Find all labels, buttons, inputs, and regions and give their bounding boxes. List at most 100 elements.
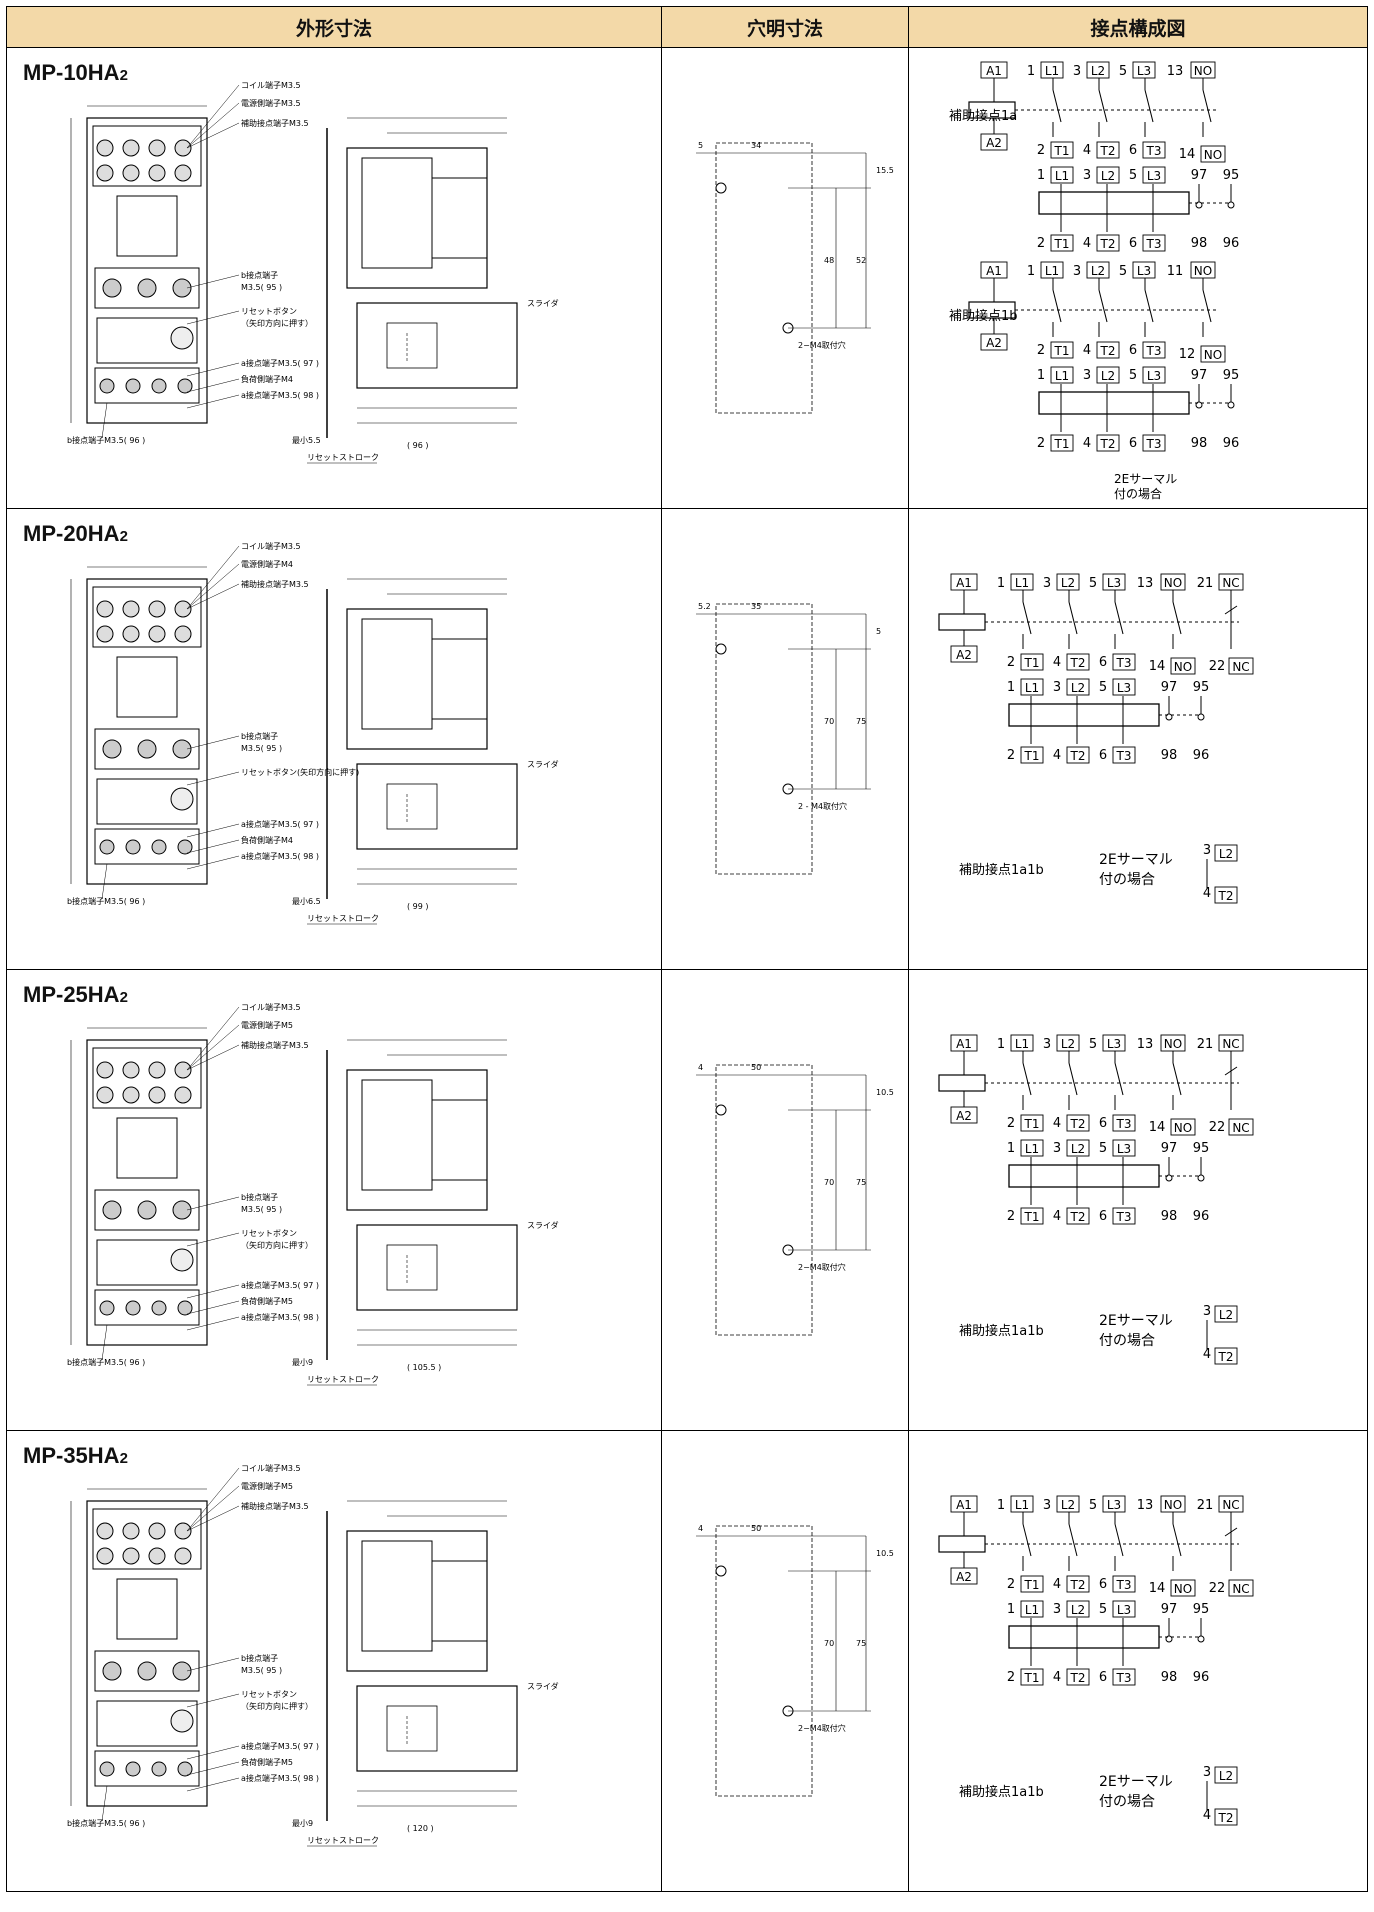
terminal-number: 95: [1193, 680, 1210, 695]
shape: [116, 1578, 178, 1640]
line: [186, 1316, 240, 1331]
mount-hole: [715, 1565, 727, 1577]
shape: [1170, 1579, 1196, 1597]
shape: [1142, 366, 1166, 384]
terminal-label: A2: [956, 1570, 972, 1584]
terminal-screw: [102, 1200, 122, 1220]
hole-dim: 50: [751, 1063, 761, 1072]
outline-label-supply: 電源側端子M3.5: [241, 98, 301, 108]
line: [186, 1505, 240, 1532]
shape: [1112, 1600, 1136, 1618]
terminal-number: 1: [1027, 64, 1035, 79]
terminal-label: NO: [1204, 348, 1222, 362]
terminal-label: T3: [1146, 344, 1162, 358]
terminal-label: L2: [1219, 847, 1233, 861]
terminal-label: T3: [1146, 437, 1162, 451]
terminal-number: 13: [1137, 1498, 1154, 1513]
hole-dim: 5.2: [698, 602, 711, 611]
shape: [386, 1705, 438, 1752]
hole-mount-label: 2−M4取付穴: [798, 1262, 846, 1272]
outline-label-b-contact2: M3.5( 95 ): [241, 1666, 282, 1675]
shape: [1214, 886, 1238, 904]
terminal-label: T1: [1024, 1671, 1040, 1685]
shape: [346, 1069, 488, 1211]
model-suffix: 2: [119, 989, 128, 1006]
contact-dot: [1227, 401, 1235, 409]
shape: [1086, 61, 1110, 79]
terminal-number: 3: [1043, 1498, 1051, 1513]
terminal-label: T2: [1100, 344, 1116, 358]
outline-label-b96: b接点端子M3.5( 96 ): [67, 896, 145, 906]
shape: [1020, 1207, 1044, 1225]
hole-dim: 10.5: [876, 1088, 894, 1097]
terminal-screw: [148, 164, 166, 182]
terminal-label: L2: [1071, 1142, 1085, 1156]
outline-label-a97: a接点端子M3.5( 97 ): [241, 819, 319, 829]
outline-label-b-contact: b接点端子: [241, 1653, 278, 1663]
terminal-screw: [148, 1547, 166, 1565]
shape: [346, 608, 488, 750]
shape: [1214, 844, 1238, 862]
terminal-screw: [151, 378, 167, 394]
terminal-label: L1: [1015, 576, 1029, 590]
terminal-label: T2: [1218, 889, 1234, 903]
terminal-label: T2: [1100, 237, 1116, 251]
model-suffix: 2: [119, 528, 128, 545]
aux-contact-label: 補助接点1a1b: [959, 1323, 1044, 1339]
shape: [1112, 653, 1136, 671]
terminal-number: 14: [1149, 1581, 1166, 1596]
shape: [1142, 234, 1166, 252]
terminal-screw: [177, 839, 193, 855]
terminal-label: L3: [1107, 1498, 1121, 1512]
hole-dim: 15.5: [876, 166, 894, 175]
shape: [356, 763, 518, 850]
terminal-screw: [148, 1086, 166, 1104]
line: [1114, 1062, 1124, 1096]
line: [186, 839, 240, 854]
shape: [1200, 145, 1226, 163]
shape: [431, 638, 488, 720]
terminal-label: L2: [1219, 1308, 1233, 1322]
shape: [1112, 1668, 1136, 1686]
shape: [1020, 653, 1044, 671]
reset-dial: [170, 1248, 194, 1272]
line: [101, 863, 108, 900]
outline-label-a98: a接点端子M3.5( 98 ): [241, 851, 319, 861]
terminal-label: NO: [1164, 1037, 1182, 1051]
shape: [94, 728, 200, 770]
line: [1052, 89, 1062, 123]
shape: [1112, 746, 1136, 764]
line: [1068, 1062, 1078, 1096]
terminal-number: 13: [1167, 64, 1184, 79]
line: [186, 122, 240, 149]
terminal-screw: [122, 1061, 140, 1079]
terminal-number: 6: [1099, 1116, 1107, 1131]
terminal-number: 97: [1191, 168, 1208, 183]
line: [101, 1324, 108, 1361]
line: [1172, 1062, 1182, 1096]
terminal-number: 13: [1137, 1037, 1154, 1052]
outline-label-a97: a接点端子M3.5( 97 ): [241, 1280, 319, 1290]
line: [1022, 1062, 1032, 1096]
model-suffix: 2: [119, 1450, 128, 1467]
terminal-label: A1: [986, 64, 1002, 78]
terminal-number: 3: [1043, 576, 1051, 591]
line: [1224, 1527, 1238, 1537]
terminal-number: 3: [1053, 680, 1061, 695]
line: [1172, 601, 1182, 635]
line: [1114, 1523, 1124, 1557]
terminal-screw: [174, 1522, 192, 1540]
terminal-label: NO: [1174, 1582, 1192, 1596]
terminal-number: 3: [1203, 1304, 1211, 1319]
shape: [1066, 1600, 1090, 1618]
terminal-label: L3: [1147, 169, 1161, 183]
terminal-number: 95: [1223, 368, 1240, 383]
shape: [356, 1685, 518, 1772]
reset-dial: [170, 1709, 194, 1733]
